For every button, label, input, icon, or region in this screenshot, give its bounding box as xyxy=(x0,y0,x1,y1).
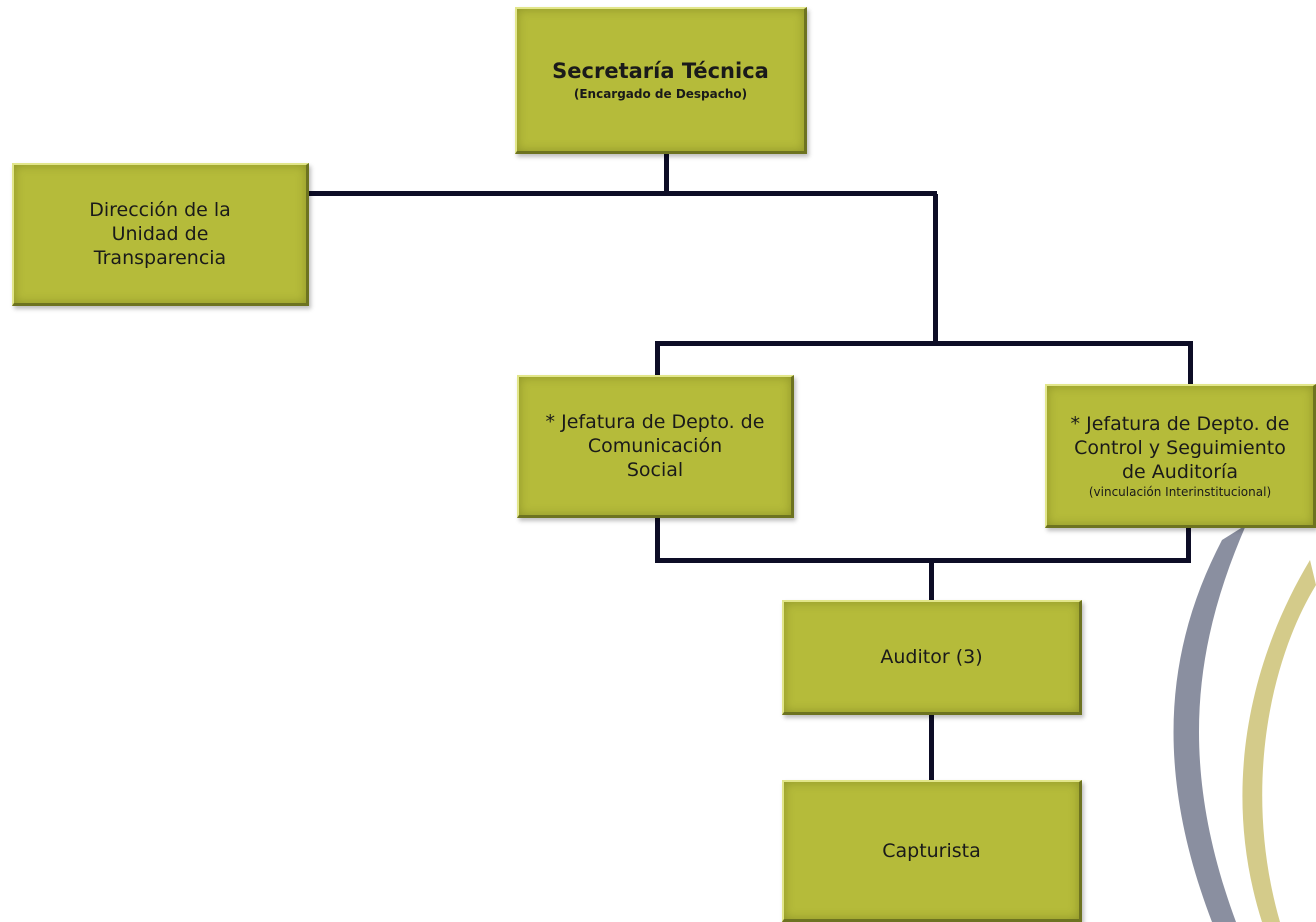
node-direccion-transparencia: Dirección de la Unidad de Transparencia xyxy=(12,163,309,306)
gray-swoosh xyxy=(1173,525,1246,922)
node-secretaria-tecnica: Secretaría Técnica (Encargado de Despach… xyxy=(515,7,807,154)
secretaria-title: Secretaría Técnica xyxy=(552,59,769,83)
control-line-1: * Jefatura de Depto. de xyxy=(1070,412,1290,435)
node-jefatura-comunicacion: * Jefatura de Depto. de Comunicación Soc… xyxy=(517,375,794,518)
control-note: (vinculación Interinstitucional) xyxy=(1088,484,1272,499)
auditor-label: Auditor (3) xyxy=(880,646,983,668)
connector-departments-horizontal xyxy=(655,341,1192,346)
connector-to-comunicacion xyxy=(655,341,660,377)
comunicacion-line-1: * Jefatura de Depto. de xyxy=(545,411,765,433)
connector-auditor-capturista xyxy=(929,713,934,781)
connector-right-vertical xyxy=(933,194,938,344)
comunicacion-line-2: Comunicación xyxy=(587,435,723,457)
control-line-2: Control y Seguimiento xyxy=(1074,436,1286,459)
connector-to-auditor xyxy=(929,561,934,601)
beige-swoosh xyxy=(1242,560,1316,922)
node-auditor: Auditor (3) xyxy=(782,600,1082,715)
connector-main-horizontal xyxy=(308,191,937,196)
connector-to-control xyxy=(1188,341,1193,385)
connector-comunicacion-down xyxy=(655,516,660,561)
connector-control-down xyxy=(1186,527,1191,563)
direccion-line-2: Unidad de xyxy=(111,223,209,245)
secretaria-subtitle: (Encargado de Despacho) xyxy=(573,87,748,101)
connector-secretaria-down xyxy=(664,153,669,192)
connector-bottom-horizontal xyxy=(655,558,1191,563)
direccion-line-1: Dirección de la xyxy=(89,199,231,221)
node-jefatura-control: * Jefatura de Depto. de Control y Seguim… xyxy=(1045,384,1316,528)
capturista-label: Capturista xyxy=(882,839,981,862)
control-line-3: de Auditoría xyxy=(1122,460,1238,483)
node-capturista: Capturista xyxy=(782,780,1082,922)
comunicacion-line-3: Social xyxy=(626,459,684,481)
direccion-line-3: Transparencia xyxy=(93,247,227,269)
